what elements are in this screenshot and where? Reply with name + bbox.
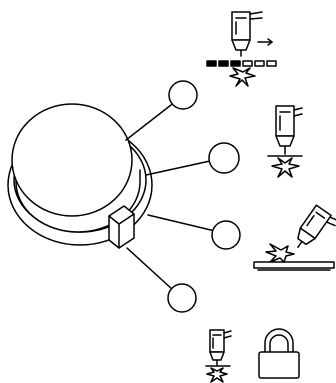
stitch-weld-torch-icon [206,11,277,87]
position-3-leader [147,214,241,250]
position-1-marker[interactable] [168,80,198,110]
continuous-weld-torch-icon [253,204,336,271]
position-3-marker[interactable] [211,220,241,250]
small-torch-icon [205,329,232,383]
position-2-marker[interactable] [208,142,240,174]
position-4-marker[interactable] [167,283,197,313]
knob-cap-top [11,103,133,217]
padlock-icon [258,328,300,379]
position-1-leader [125,80,198,141]
selector-knob[interactable] [7,103,153,249]
position-4-leader [126,247,197,313]
trigger-lock-icon [205,328,300,383]
knob-pointer [108,205,135,249]
spot-weld-torch-icon [267,105,303,178]
position-2-leader [145,142,240,176]
stitch-bead-icon [206,60,277,67]
